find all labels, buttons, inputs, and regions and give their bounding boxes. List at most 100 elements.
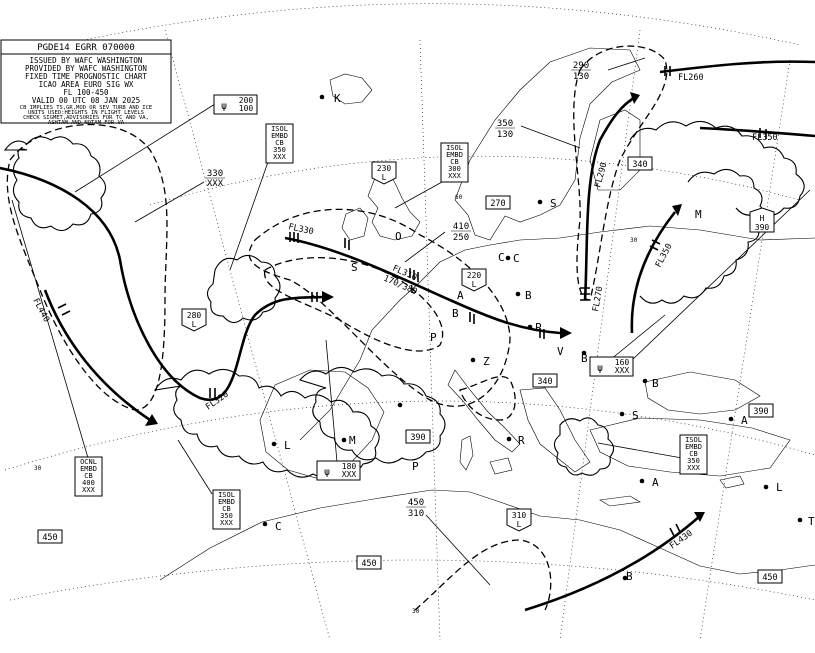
svg-text:B: B — [525, 289, 532, 302]
svg-text:EMBD: EMBD — [446, 151, 463, 159]
jet-streams — [0, 60, 815, 612]
svg-text:450: 450 — [408, 498, 424, 508]
svg-text:XXX: XXX — [273, 153, 286, 161]
svg-text:XXX: XXX — [82, 486, 95, 494]
svg-text:XXX: XXX — [448, 172, 461, 180]
svg-text:350: 350 — [687, 457, 700, 465]
cb-box-1: ISOL EMBD CB 300 XXX — [440, 142, 469, 183]
jet-label-fl350-north: FL350 — [752, 133, 778, 143]
turb-area-scandinavia — [573, 45, 668, 301]
svg-text:B: B — [581, 352, 588, 365]
svg-text:220: 220 — [467, 271, 482, 280]
svg-text:390: 390 — [753, 407, 768, 417]
svg-text:B: B — [652, 377, 659, 390]
svg-text:V: V — [557, 345, 564, 358]
svg-text:100: 100 — [239, 104, 254, 113]
svg-text:XXX: XXX — [687, 464, 700, 472]
svg-text:XXX: XXX — [207, 179, 224, 189]
jet-arrowhead-fl330 — [560, 327, 572, 339]
africa-coast — [159, 489, 815, 581]
svg-text:L: L — [410, 283, 417, 296]
svg-text:XXX: XXX — [342, 470, 357, 479]
svg-text:T: T — [808, 515, 815, 528]
turb-area-biscay — [248, 208, 511, 407]
turb-label-3: 410 250 — [451, 222, 471, 243]
svg-text:60: 60 — [455, 194, 463, 201]
svg-text:ISOL: ISOL — [446, 144, 463, 152]
svg-text:L: L — [284, 439, 291, 452]
cb-area-biscay — [206, 254, 281, 324]
svg-text:350: 350 — [497, 119, 513, 129]
ireland-coast — [341, 207, 369, 241]
svg-text:B: B — [626, 570, 633, 583]
svg-text:30: 30 — [34, 465, 42, 472]
svg-text:290: 290 — [573, 61, 589, 71]
header-line-1: ISSUED BY WAFC WASHINGTON — [30, 56, 143, 65]
station-markers — [262, 94, 803, 581]
crete-coast — [599, 495, 641, 507]
svg-text:A: A — [741, 414, 748, 427]
iberia-coast — [259, 369, 385, 479]
turb-area-west — [6, 123, 168, 411]
tropopause-value-1: 340 — [627, 156, 653, 171]
svg-text:30: 30 — [630, 237, 638, 244]
svg-text:C: C — [275, 520, 282, 533]
svg-text:H: H — [760, 214, 765, 223]
jet-label-fl290: FL290 — [593, 161, 609, 188]
cb-area-aegean — [553, 417, 615, 476]
svg-text:390: 390 — [410, 433, 425, 443]
header-line-9: CHECK SIGMET,ADVISORIES FOR TC AND VA, — [23, 115, 149, 121]
cb-box-2: OCNL EMBD CB 400 XXX — [74, 456, 103, 497]
svg-text:S: S — [351, 261, 358, 274]
svg-text:ISOL: ISOL — [271, 125, 288, 133]
svg-text:L: L — [776, 481, 783, 494]
scandinavia-coast — [454, 47, 641, 241]
svg-text:M: M — [349, 434, 356, 447]
tropopause-low-0: 230 L — [371, 161, 397, 185]
svg-text:450: 450 — [762, 573, 777, 583]
svg-text:A: A — [652, 476, 659, 489]
svg-text:450: 450 — [361, 559, 376, 569]
sardinia-coast — [459, 435, 474, 471]
tropopause-value-3: 390 — [405, 429, 431, 444]
jet-label-fl320: FL320 — [204, 390, 231, 413]
svg-text:P: P — [430, 331, 437, 344]
tropopause-low-2: 280 L — [181, 308, 207, 332]
svg-text:S: S — [550, 197, 557, 210]
finland-coast — [589, 109, 641, 191]
svg-text:160: 160 — [615, 358, 630, 367]
tropopause-value-7: 450 — [757, 569, 783, 584]
header-line-4: ICAO AREA EURO SIG WX — [39, 80, 134, 89]
turbulence-icon: ψ — [597, 363, 603, 374]
svg-text:400: 400 — [82, 479, 95, 487]
turb-box-0: ψ 200 100 — [213, 94, 258, 115]
header-line-5: FL 100-450 — [63, 88, 109, 97]
svg-text:CB: CB — [275, 139, 283, 147]
jet-stream-fl330 — [284, 236, 561, 335]
svg-text:L: L — [382, 173, 387, 182]
header-line-3: FIXED TIME PROGNOSTIC CHART — [25, 72, 147, 81]
svg-text:XXX: XXX — [615, 366, 630, 375]
svg-text:O: O — [395, 230, 402, 243]
graticule — [4, 3, 815, 641]
svg-text:270: 270 — [490, 199, 505, 209]
svg-text:EMBD: EMBD — [271, 132, 288, 140]
cb-area-russia — [629, 120, 805, 216]
jet-stream-scandinavia — [583, 96, 635, 301]
svg-text:CB: CB — [84, 472, 92, 480]
svg-text:P: P — [535, 321, 542, 334]
tropopause-low-1: 220 L — [461, 268, 487, 292]
cb-box-4: ISOL EMBD CB 350 XXX — [679, 434, 708, 475]
turb-label-1: 350 130 — [495, 119, 515, 140]
iceland-coast — [329, 73, 373, 105]
jet-arrowhead-atlantic — [322, 291, 334, 303]
jet-label-fl330: FL330 — [287, 222, 314, 237]
jet-labels: FL260 FL350 FL290 FL270 FL350 FL330 FL31… — [30, 73, 777, 551]
jet-arrowhead-fl430 — [694, 512, 705, 522]
svg-text:L: L — [517, 520, 522, 529]
jet-label-fl260: FL260 — [678, 73, 704, 83]
header-line-10: ASHTAM AND NOTAM FOR VA — [48, 120, 125, 126]
svg-text:EMBD: EMBD — [685, 443, 702, 451]
svg-text:340: 340 — [537, 377, 552, 387]
svg-text:OCNL: OCNL — [80, 458, 97, 466]
